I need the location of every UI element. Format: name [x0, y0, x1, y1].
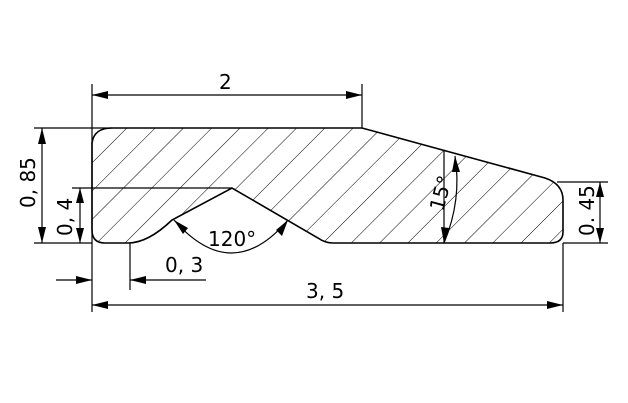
angle-120-label: 120°	[208, 227, 256, 251]
dimension-2-label: 2	[219, 70, 232, 94]
arrow-15-top	[452, 156, 460, 172]
arrow-0-4-bottom	[76, 228, 84, 243]
arrow-0-45-bottom	[596, 228, 604, 243]
arrow-2-left	[92, 91, 108, 99]
arrow-3-5-left	[92, 301, 108, 309]
arrow-0-3-right	[130, 276, 146, 284]
dimension-0-45-label: 0. 45	[575, 185, 599, 236]
arrow-0-4-top	[76, 188, 84, 203]
profile-section	[91, 127, 564, 244]
angle-arc-120	[173, 219, 289, 254]
dimension-0-3-label: 0, 3	[165, 253, 203, 277]
dimension-0-4-label: 0, 4	[53, 198, 77, 236]
arrow-0-3-left	[76, 276, 92, 284]
arrow-0-85-bottom	[38, 227, 46, 243]
dimension-0-85-label: 0, 85	[16, 157, 40, 208]
arrow-0-85-top	[38, 128, 46, 144]
arrow-2-right	[346, 91, 362, 99]
dimension-3-5-label: 3, 5	[306, 279, 344, 303]
arrow-15-bottom	[441, 227, 449, 243]
arrow-0-45-top	[596, 182, 604, 197]
arrow-120-left	[174, 220, 188, 234]
arrow-120-right	[276, 220, 288, 236]
arrow-3-5-right	[547, 301, 563, 309]
